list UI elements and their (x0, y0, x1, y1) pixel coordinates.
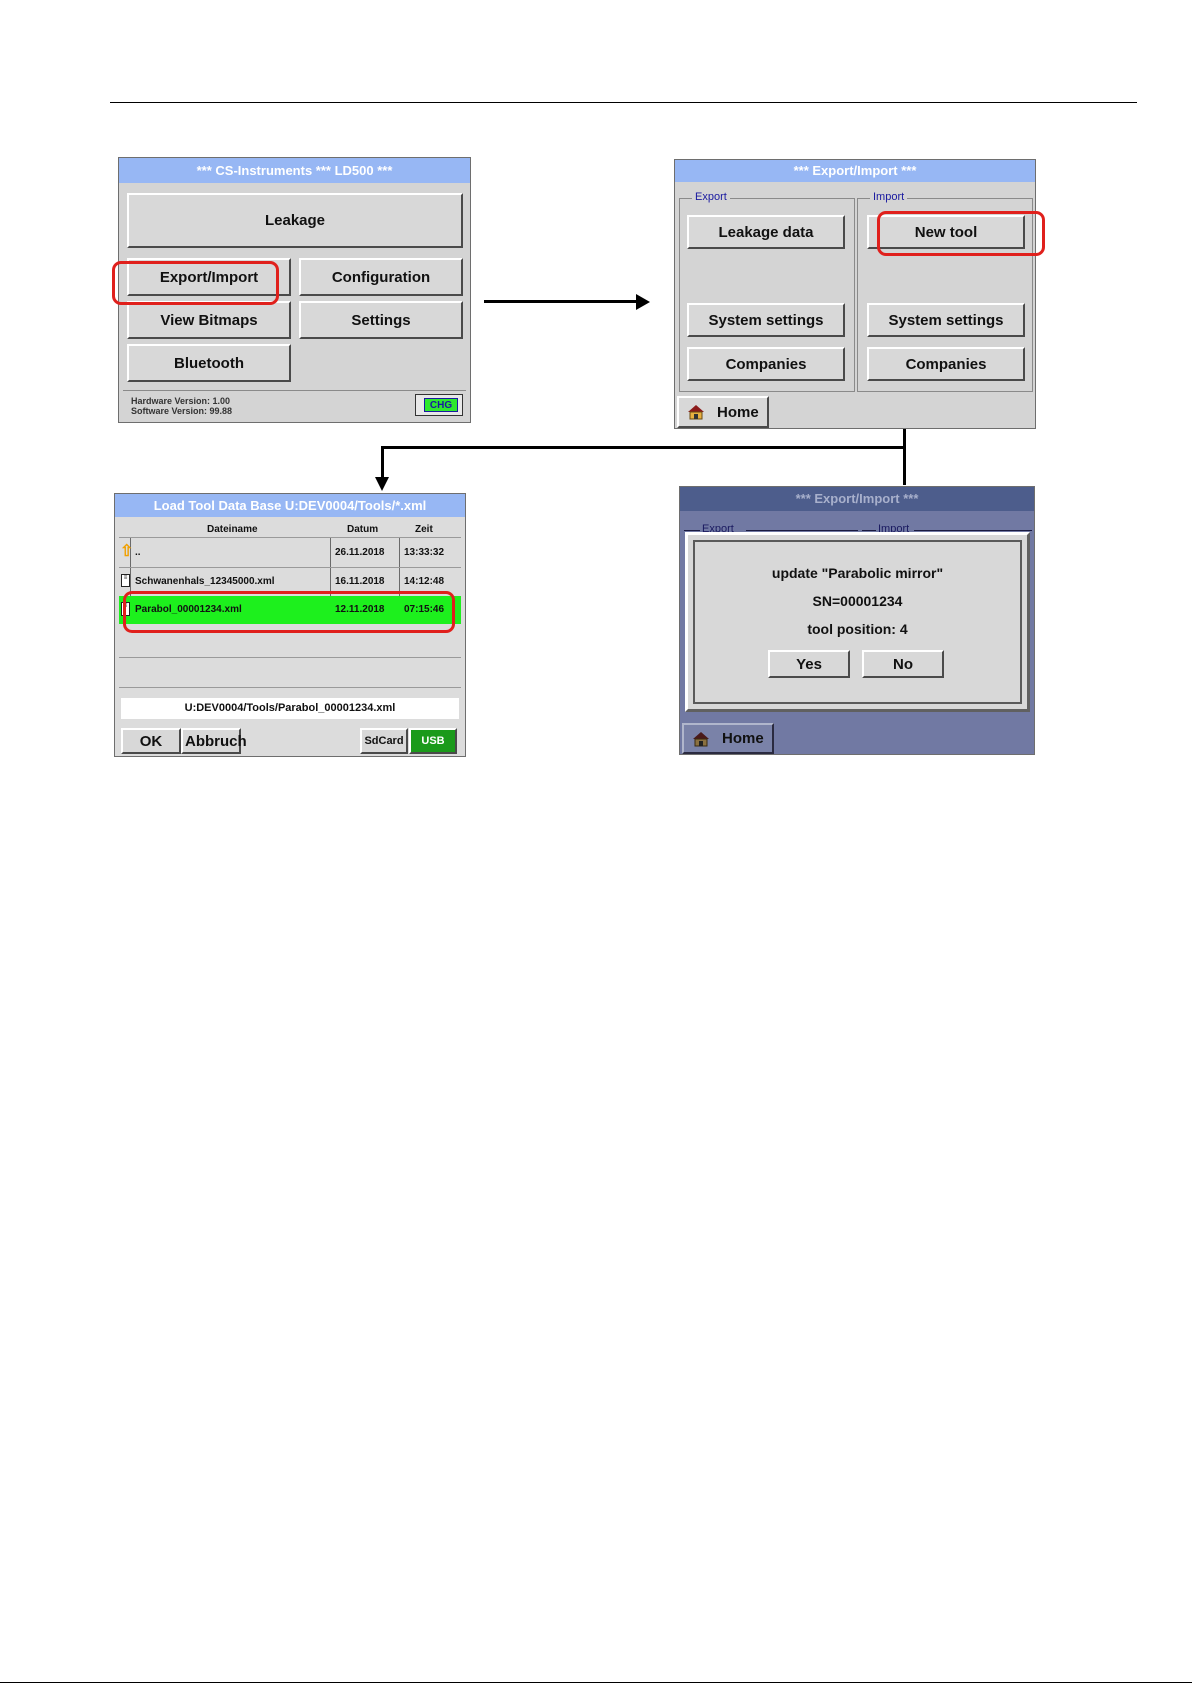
row-name: Schwanenhals_12345000.xml (135, 576, 275, 587)
sdcard-button[interactable]: SdCard (360, 728, 408, 754)
footer-rule (0, 1682, 1192, 1683)
header-rule (110, 102, 1137, 103)
table-row-selected[interactable]: ≡ Parabol_00001234.xml 12.11.2018 07:15:… (119, 596, 461, 624)
footer-divider (123, 390, 466, 391)
dialog-sn-line: SN=00001234 (812, 593, 903, 609)
home-icon (687, 404, 705, 420)
arrow-right-line (484, 300, 638, 303)
import-group-label: Import (870, 191, 908, 203)
connector-down-right (903, 429, 906, 485)
row-line (119, 687, 461, 688)
yes-button[interactable]: Yes (768, 650, 850, 678)
home-label: Home (717, 403, 759, 421)
connector-down-left (381, 446, 384, 478)
row-name: .. (135, 547, 141, 558)
load-tool-title: Load Tool Data Base U:DEV0004/Tools/*.xm… (115, 494, 465, 517)
row-date: 12.11.2018 (335, 604, 385, 615)
parent-folder-icon: ⇧ (120, 543, 134, 560)
row-name: Parabol_00001234.xml (135, 604, 242, 615)
export-import-title: *** Export/Import *** (675, 160, 1035, 182)
col-sep-3 (399, 538, 400, 624)
settings-button[interactable]: Settings (299, 301, 463, 339)
dialog-update-line: update "Parabolic mirror" (771, 565, 944, 581)
arrow-right-head (636, 294, 650, 310)
cancel-button[interactable]: Abbruch (181, 728, 247, 754)
battery-icon: CHG (415, 394, 463, 416)
xml-file-icon: ≡ (121, 602, 130, 616)
battery-chg-label: CHG (424, 398, 458, 412)
arrow-down-head (375, 477, 389, 491)
dimmed-group-line (914, 530, 1032, 531)
col-zeit: Zeit (415, 524, 433, 535)
dimmed-home-button[interactable]: Home (682, 723, 774, 754)
dimmed-group-line (746, 530, 858, 531)
dialog-position-line: tool position: 4 (807, 621, 908, 637)
col-sep-2 (330, 538, 331, 624)
companies-import-button[interactable]: Companies (867, 347, 1025, 381)
main-menu-screen: *** CS-Instruments *** LD500 *** Leakage… (118, 157, 471, 423)
software-version: Software Version: 99.88 (131, 406, 233, 416)
dimmed-group-line (862, 530, 876, 531)
ok-button[interactable]: OK (121, 728, 181, 754)
row-time: 07:15:46 (404, 604, 445, 615)
col-datum: Datum (347, 524, 379, 535)
bluetooth-button[interactable]: Bluetooth (127, 344, 291, 382)
no-button[interactable]: No (862, 650, 944, 678)
connector-horizontal (381, 446, 905, 449)
leakage-data-button[interactable]: Leakage data (687, 215, 845, 249)
export-import-button[interactable]: Export/Import (127, 258, 291, 296)
home-label: Home (722, 730, 764, 747)
row-time: 13:33:32 (404, 547, 445, 558)
update-dialog: update "Parabolic mirror" SN=00001234 to… (685, 532, 1030, 712)
selected-path: U:DEV0004/Tools/Parabol_00001234.xml (121, 698, 459, 719)
update-dialog-screen: *** Export/Import *** Export Import upda… (679, 486, 1035, 755)
export-import-screen: *** Export/Import *** Export Import Leak… (674, 159, 1036, 429)
leakage-button[interactable]: Leakage (127, 193, 463, 248)
hardware-version: Hardware Version: 1.00 (131, 396, 231, 406)
row-line (119, 567, 461, 568)
main-menu-title: *** CS-Instruments *** LD500 *** (119, 158, 470, 183)
header-line (119, 537, 461, 538)
export-group-label: Export (692, 191, 730, 203)
table-row[interactable]: ⇧ .. 26.11.2018 13:33:32 (119, 538, 461, 567)
row-line (119, 657, 461, 658)
row-time: 14:12:48 (404, 576, 445, 587)
companies-export-button[interactable]: Companies (687, 347, 845, 381)
col-sep-1 (130, 538, 131, 624)
dimmed-title: *** Export/Import *** (680, 487, 1034, 511)
home-icon (692, 731, 710, 747)
table-row[interactable]: ≡ Schwanenhals_12345000.xml 16.11.2018 1… (119, 568, 461, 596)
dialog-inner-frame (693, 540, 1022, 704)
export-group: Export (679, 191, 855, 392)
new-tool-button[interactable]: New tool (867, 215, 1025, 249)
dimmed-group-line (684, 530, 700, 531)
load-tool-screen: Load Tool Data Base U:DEV0004/Tools/*.xm… (114, 493, 466, 757)
view-bitmaps-button[interactable]: View Bitmaps (127, 301, 291, 339)
col-dateiname: Dateiname (207, 524, 258, 535)
import-group: Import (857, 191, 1033, 392)
system-settings-export-button[interactable]: System settings (687, 303, 845, 337)
system-settings-import-button[interactable]: System settings (867, 303, 1025, 337)
usb-button[interactable]: USB (409, 728, 457, 754)
row-date: 16.11.2018 (335, 576, 385, 587)
row-date: 26.11.2018 (335, 547, 385, 558)
configuration-button[interactable]: Configuration (299, 258, 463, 296)
xml-file-icon: ≡ (121, 574, 130, 587)
home-button[interactable]: Home (677, 396, 769, 428)
